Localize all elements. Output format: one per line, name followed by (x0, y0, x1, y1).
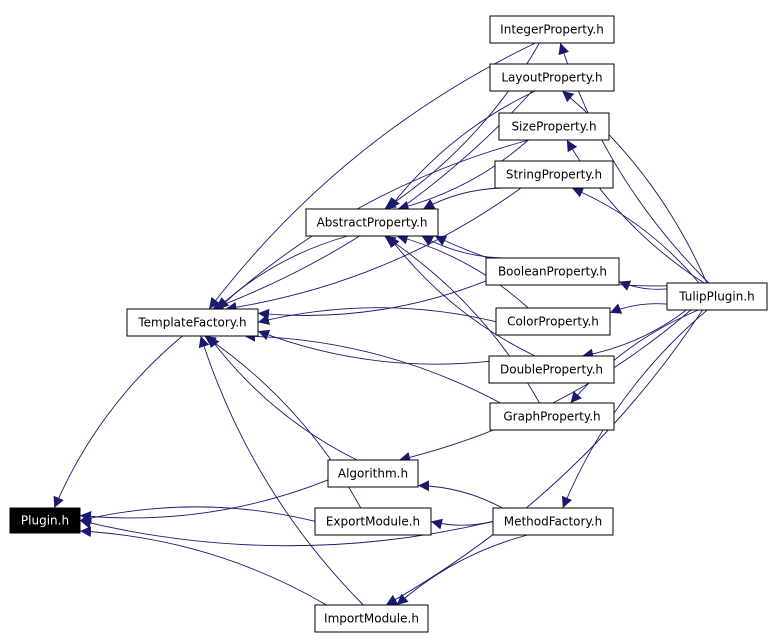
node-double[interactable]: DoubleProperty.h (488, 355, 615, 384)
edge-algorithm-to-plugin (79, 479, 329, 522)
edge-tulip-to-import (385, 309, 703, 606)
edge-tulip-to-method (561, 309, 708, 509)
node-label: LayoutProperty.h (501, 71, 602, 85)
nodes-layer: IntegerProperty.hLayoutProperty.hSizePro… (9, 15, 768, 633)
node-export[interactable]: ExportModule.h (314, 507, 432, 536)
node-box (666, 282, 768, 311)
node-label: GraphProperty.h (503, 410, 600, 424)
node-label: Algorithm.h (338, 467, 408, 481)
node-box (488, 355, 615, 384)
node-method[interactable]: MethodFactory.h (492, 507, 614, 536)
node-box (498, 112, 610, 141)
edge-tulip-to-boolean (618, 280, 668, 291)
node-label: TemplateFactory.h (137, 316, 246, 330)
edge-tulip-to-double (582, 309, 687, 360)
edge-color-to-template (257, 307, 497, 326)
node-string[interactable]: StringProperty.h (494, 160, 614, 189)
node-label: ImportModule.h (324, 612, 419, 626)
node-label: ColorProperty.h (507, 315, 599, 329)
node-box (485, 257, 620, 286)
edge-method-to-plugin (79, 517, 494, 547)
node-label: IntegerProperty.h (500, 23, 604, 37)
node-label: TulipPlugin.h (678, 290, 755, 304)
node-box (495, 307, 611, 336)
edge-method-to-algorithm (417, 480, 503, 509)
node-box (305, 208, 439, 237)
edge-method-to-import (396, 534, 528, 606)
node-box (492, 507, 614, 536)
edge-algorithm-to-template (208, 335, 358, 461)
node-label: Plugin.h (21, 514, 69, 528)
node-box (489, 402, 615, 431)
node-label: ExportModule.h (326, 515, 420, 529)
node-box (126, 308, 259, 337)
node-label: StringProperty.h (506, 168, 602, 182)
edge-graph-to-template (244, 330, 501, 404)
node-box (314, 507, 432, 536)
node-algorithm[interactable]: Algorithm.h (327, 459, 419, 488)
edge-tulip-to-layout (561, 90, 708, 284)
node-boolean[interactable]: BooleanProperty.h (485, 257, 620, 286)
node-box (314, 604, 429, 633)
edge-template-to-plugin (53, 335, 183, 509)
node-plugin[interactable]: Plugin.h (9, 507, 81, 534)
node-label: BooleanProperty.h (498, 265, 607, 279)
edge-boolean-to-template (257, 280, 487, 320)
edge-double-to-template (257, 329, 490, 365)
edge-layout-to-abstract (388, 90, 536, 210)
node-color[interactable]: ColorProperty.h (495, 307, 611, 336)
edge-boolean-to-abstract (421, 235, 503, 259)
edge-abstract-to-template (216, 235, 348, 310)
edge-color-to-abstract (396, 233, 529, 309)
edge-string-to-abstract (422, 187, 503, 210)
node-tulip[interactable]: TulipPlugin.h (666, 282, 768, 311)
node-size[interactable]: SizeProperty.h (498, 112, 610, 141)
node-abstract[interactable]: AbstractProperty.h (305, 208, 439, 237)
node-integer[interactable]: IntegerProperty.h (489, 15, 615, 44)
node-label: AbstractProperty.h (317, 216, 428, 230)
node-graph[interactable]: GraphProperty.h (489, 402, 615, 431)
edge-layout-to-template (212, 90, 533, 311)
node-template[interactable]: TemplateFactory.h (126, 308, 259, 337)
node-box (489, 15, 615, 44)
edge-string-to-template (225, 187, 522, 313)
edge-method-to-export (430, 518, 494, 530)
edge-double-to-abstract (388, 235, 536, 357)
edge-tulip-to-string (571, 187, 700, 284)
node-label: DoubleProperty.h (500, 363, 603, 377)
node-box (494, 160, 614, 189)
edge-import-to-template (198, 335, 364, 606)
node-import[interactable]: ImportModule.h (314, 604, 429, 633)
edge-size-to-abstract (397, 139, 529, 212)
edges-layer (53, 42, 710, 606)
node-layout[interactable]: LayoutProperty.h (489, 63, 615, 92)
node-box (489, 63, 615, 92)
edge-tulip-to-algorithm (399, 309, 692, 463)
node-box (327, 459, 419, 488)
edge-size-to-template (217, 139, 530, 310)
edge-tulip-to-color (609, 303, 668, 314)
edge-import-to-plugin (79, 526, 327, 606)
edge-integer-to-template (208, 42, 536, 310)
edge-export-to-plugin (79, 506, 316, 524)
node-label: SizeProperty.h (511, 120, 596, 134)
node-box (9, 507, 81, 534)
node-label: MethodFactory.h (504, 515, 603, 529)
